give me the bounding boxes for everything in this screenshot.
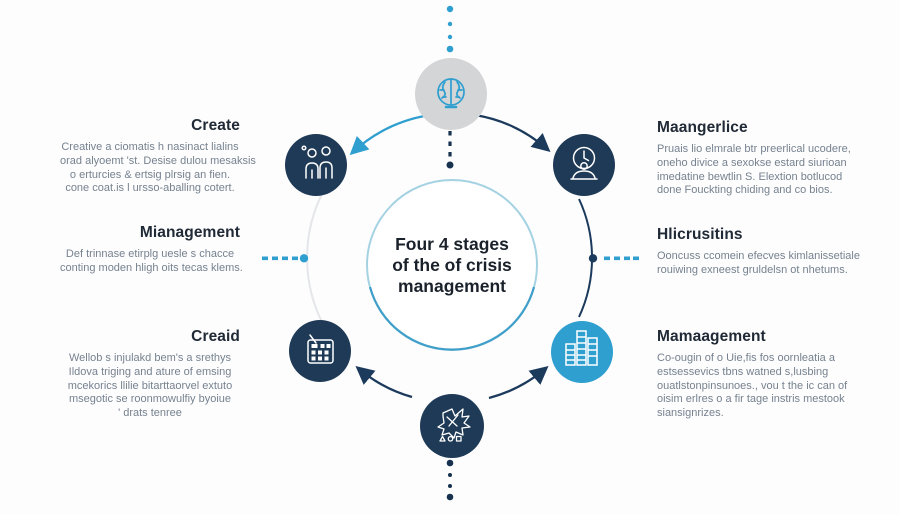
- arrow-bottom-to-lower-right: [488, 366, 549, 400]
- dashed-line-left: [262, 254, 309, 263]
- dotted-line-bottom: [446, 459, 454, 501]
- arrow-bottom-to-lower-left: [355, 366, 413, 399]
- stage-block-create: Create Creative a ciomatis h nasinact li…: [60, 117, 256, 196]
- stage-text-line: Wellob s injulakd bem's a srethys: [68, 352, 232, 364]
- diagram-title-line: of the of crisis: [392, 255, 512, 275]
- scribble-icon: [437, 408, 471, 442]
- calculator-icon: [307, 334, 334, 364]
- stage-text-line: mcekorics llilie bitarttaorvel extuto: [67, 379, 233, 392]
- stage-text-line: conting moden hligh oits tecas klems.: [60, 261, 243, 274]
- stage-heading: Mamaagement: [657, 328, 766, 345]
- node-lower-right: [551, 321, 613, 383]
- stage-text-line: oisim erlres o a fir tage instris mestoo…: [657, 393, 845, 406]
- diagram-title: Four 4 stages of the of crisis managemen…: [312, 234, 592, 297]
- stage-block-maangerlice: Maangerlice Pruais lio elmrale btr preer…: [657, 119, 867, 198]
- stage-heading: Mianagement: [139, 224, 240, 241]
- bar-chart-icon: [565, 330, 598, 366]
- stage-text-line: Creative a ciomatis h nasinact lialins: [61, 141, 239, 153]
- stage-text-line: Ooncuss ccomein efecves kimlanissetiale: [657, 250, 860, 262]
- stage-block-hlicrusitins: Hlicrusitins Ooncuss ccomein efecves kim…: [657, 226, 867, 278]
- stage-heading: Creaid: [191, 328, 240, 345]
- stage-heading: Maangerlice: [657, 119, 748, 136]
- stage-text-line: ouatlstonpinsunoes., vou t the ic can of: [657, 379, 848, 392]
- stage-text-line: rouiwing exneest gruldelsn ot nhetums.: [657, 263, 848, 276]
- stage-text-line: Co-ougin of o Uie,fis fos oornleatia a: [657, 352, 835, 364]
- diagram-title-line: Four 4 stages: [395, 234, 509, 254]
- center-circle-bottom-arc: [368, 286, 536, 351]
- stage-text-line: imedatine bewtlin S. Elextion botlucod: [657, 170, 843, 183]
- stage-text-line: estsessevics tbns watned s,lusbing: [657, 365, 829, 378]
- stage-text-line: Pruais lio elmrale btr preerlical ucoder…: [657, 143, 851, 155]
- stage-text-line: orad alyoemt 'st. Desise dulou mesaksis: [60, 154, 256, 167]
- stage-text-line: o erturcies & ertsig plrsig an fien.: [69, 168, 231, 181]
- arrow-top-to-upper-right: [474, 113, 551, 153]
- stage-block-mamaagement: Mamaagement Co-ougin of o Uie,fis fos oo…: [657, 328, 867, 421]
- person-clock-icon: [570, 146, 598, 180]
- dashed-line-right: [588, 254, 639, 263]
- stage-text-line: cone coat.is l ursso-aballing cotert.: [65, 182, 235, 195]
- stage-heading: Create: [191, 117, 240, 134]
- diagram-title-line: management: [398, 276, 506, 296]
- stage-text-line: Ildova triging and ature of emsing: [68, 365, 232, 378]
- dotted-line-top: [446, 5, 454, 53]
- node-bottom: [420, 394, 484, 458]
- people-icon: [301, 145, 333, 179]
- stage-text-line: ' drats tenree: [118, 407, 182, 420]
- brain-icon: [437, 78, 465, 109]
- stage-block-creaid: Creaid Wellob s injulakd bem's a srethys…: [60, 328, 240, 421]
- stage-text-line: siansignrizes.: [657, 407, 724, 420]
- stage-heading: Hlicrusitins: [657, 226, 743, 243]
- dotted-line-inner-top: [446, 131, 454, 169]
- node-upper-right: [553, 134, 615, 196]
- stage-text-line: oneho divice a sexokse estard siurioan: [657, 156, 847, 169]
- stage-text-line: Def trinnase etirplg uesle s chacce: [65, 248, 235, 260]
- stage-text-line: msegotic se roonmowulfiy byoiue: [68, 393, 232, 406]
- stage-text-line: done Fouckting chiding and co bios.: [657, 184, 833, 197]
- stage-block-mianagement: Mianagement Def trinnase etirplg uesle s…: [60, 224, 243, 276]
